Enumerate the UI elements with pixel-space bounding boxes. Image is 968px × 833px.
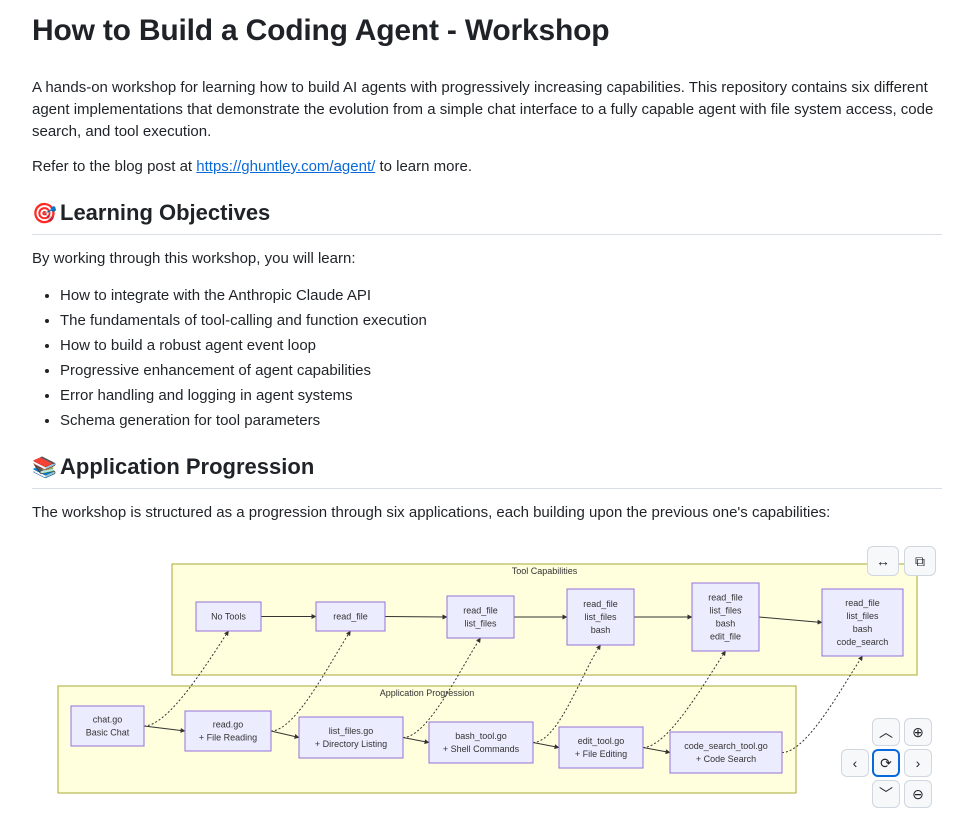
app-edge bbox=[402, 737, 430, 745]
node-label: list_files bbox=[709, 606, 742, 616]
capability-edge bbox=[143, 630, 229, 727]
node-label: bash_tool.go bbox=[455, 731, 507, 741]
list-item: Schema generation for tool parameters bbox=[60, 408, 427, 433]
refer-text-after: to learn more. bbox=[375, 158, 472, 175]
app-node bbox=[669, 731, 783, 774]
app-node bbox=[298, 716, 404, 759]
node-label: read_file bbox=[583, 599, 618, 609]
chevron-right-icon[interactable]: › bbox=[904, 749, 932, 777]
node-label: + File Reading bbox=[199, 733, 257, 743]
tool-node bbox=[821, 588, 904, 657]
reset-icon[interactable]: ⟳ bbox=[872, 749, 900, 777]
app-edge bbox=[642, 747, 671, 755]
list-item: Progressive enhancement of agent capabil… bbox=[60, 358, 427, 383]
tool-capabilities-group bbox=[171, 563, 918, 676]
node-label: bash bbox=[716, 619, 736, 629]
node-label: read_file bbox=[708, 593, 743, 603]
node-label: edit_file bbox=[710, 632, 741, 642]
node-label: bash bbox=[853, 624, 873, 634]
intro-paragraph: A hands-on workshop for learning how to … bbox=[32, 79, 934, 140]
tool-node bbox=[315, 601, 386, 632]
node-label: Basic Chat bbox=[86, 728, 130, 738]
chevron-left-icon[interactable]: ‹ bbox=[841, 749, 869, 777]
refer-text-before: Refer to the blog post at bbox=[32, 158, 197, 175]
objectives-lead: By working through this workshop, you wi… bbox=[32, 250, 356, 267]
node-label: + File Editing bbox=[575, 749, 627, 759]
node-label: edit_tool.go bbox=[578, 736, 625, 746]
tool-node bbox=[446, 595, 515, 639]
list-item: The fundamentals of tool-calling and fun… bbox=[60, 308, 427, 333]
node-label: No Tools bbox=[211, 612, 246, 622]
app-node bbox=[184, 710, 272, 752]
list-item: Error handling and logging in agent syst… bbox=[60, 383, 427, 408]
tool-edge bbox=[384, 614, 448, 620]
node-label: code_search_tool.go bbox=[684, 741, 768, 751]
objectives-heading-text: Learning Objectives bbox=[60, 200, 271, 225]
chevron-up-icon[interactable]: ︿ bbox=[872, 718, 900, 746]
capability-edge bbox=[781, 655, 863, 753]
node-label: read_file bbox=[333, 612, 368, 622]
app-node bbox=[428, 721, 534, 764]
node-label: read_file bbox=[463, 606, 498, 616]
objectives-heading: 🎯 Learning Objectives bbox=[32, 200, 942, 235]
chevron-down-icon[interactable]: ﹀ bbox=[872, 780, 900, 808]
node-label: code_search bbox=[837, 637, 889, 647]
capability-edge bbox=[270, 630, 351, 732]
list-item: How to build a robust agent event loop bbox=[60, 333, 427, 358]
objectives-list: How to integrate with the Anthropic Clau… bbox=[32, 283, 427, 433]
copy-icon[interactable]: ⧉ bbox=[904, 546, 936, 576]
progression-lead: The workshop is structured as a progress… bbox=[32, 504, 831, 521]
node-label: read.go bbox=[213, 720, 244, 730]
app-node bbox=[558, 726, 644, 769]
list-item: How to integrate with the Anthropic Clau… bbox=[60, 283, 427, 308]
node-label: bash bbox=[591, 625, 611, 635]
group-label: Application Progression bbox=[380, 688, 475, 698]
progression-heading: 📚 Application Progression bbox=[32, 454, 942, 489]
capability-edge bbox=[402, 637, 481, 738]
node-label: chat.go bbox=[93, 715, 123, 725]
capability-edge bbox=[532, 644, 601, 743]
node-label: list_files.go bbox=[329, 726, 374, 736]
tool-node bbox=[566, 588, 635, 646]
expand-horizontal-icon[interactable]: ↔ bbox=[867, 546, 899, 576]
app-edge bbox=[532, 742, 560, 750]
node-label: list_files bbox=[584, 612, 617, 622]
tool-edge bbox=[758, 616, 823, 625]
node-label: list_files bbox=[464, 619, 497, 629]
group-label: Tool Capabilities bbox=[512, 566, 578, 576]
zoom-in-icon[interactable]: ⊕ bbox=[904, 718, 932, 746]
blog-link[interactable]: https://ghuntley.com/agent/ bbox=[196, 158, 376, 175]
page-title: How to Build a Coding Agent - Workshop bbox=[32, 14, 610, 47]
node-label: list_files bbox=[846, 611, 879, 621]
capability-edge bbox=[642, 650, 726, 748]
tool-node bbox=[195, 601, 262, 632]
app-edge bbox=[143, 725, 186, 733]
books-icon: 📚 bbox=[32, 456, 57, 479]
app-node bbox=[70, 705, 145, 747]
node-label: read_file bbox=[845, 598, 880, 608]
app-edge bbox=[270, 730, 300, 739]
blog-reference: Refer to the blog post at https://ghuntl… bbox=[32, 156, 472, 178]
node-label: + Directory Listing bbox=[315, 739, 387, 749]
progression-heading-text: Application Progression bbox=[60, 454, 315, 479]
zoom-out-icon[interactable]: ⊖ bbox=[904, 780, 932, 808]
node-label: + Shell Commands bbox=[443, 744, 520, 754]
node-label: + Code Search bbox=[696, 754, 756, 764]
tool-node bbox=[691, 582, 760, 652]
target-icon: 🎯 bbox=[32, 202, 57, 225]
